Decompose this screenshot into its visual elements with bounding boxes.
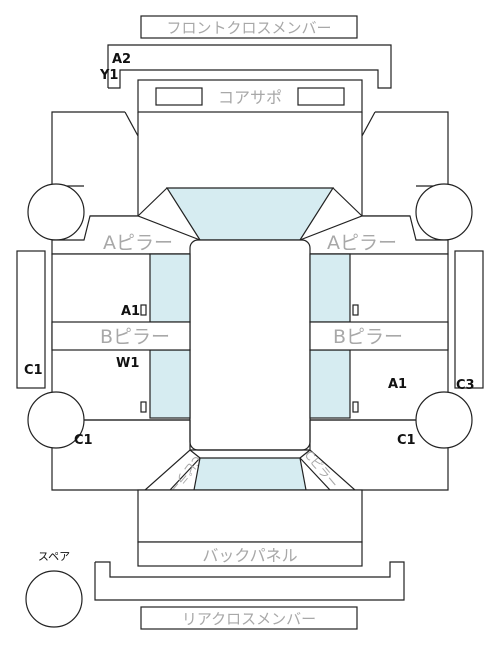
left-rear-door-handle[interactable] bbox=[140, 401, 147, 413]
right-rear-window[interactable] bbox=[309, 349, 351, 419]
b-pillar-left[interactable] bbox=[51, 321, 191, 351]
core-support-right-lamp[interactable] bbox=[297, 87, 345, 106]
a-pillar-left-line bbox=[137, 187, 168, 217]
code-y1: Y1 bbox=[99, 68, 118, 83]
rear-right-wheel[interactable] bbox=[415, 391, 473, 449]
c-pillar-right-label: Cピラー bbox=[302, 448, 341, 491]
code-c3: C3 bbox=[456, 378, 475, 393]
right-rear-door-handle[interactable] bbox=[352, 401, 359, 413]
core-support-label: コアサポ bbox=[218, 88, 282, 107]
rear-glass[interactable] bbox=[193, 457, 307, 491]
left-front-window[interactable] bbox=[149, 253, 191, 323]
front-cross-member-label: フロントクロスメンバー bbox=[166, 19, 331, 37]
front-left-wheel[interactable] bbox=[27, 183, 85, 241]
core-support-left-lamp[interactable] bbox=[155, 87, 203, 106]
windshield-glass[interactable] bbox=[165, 187, 335, 241]
trunk-lid[interactable] bbox=[137, 489, 363, 543]
back-panel-label: バックパネル bbox=[202, 546, 297, 565]
code-w1: W1 bbox=[116, 356, 139, 371]
front-right-wheel[interactable] bbox=[415, 183, 473, 241]
roof-panel[interactable] bbox=[189, 239, 311, 451]
left-rear-window[interactable] bbox=[149, 349, 191, 419]
code-a1-left: A1 bbox=[121, 304, 140, 319]
back-panel-box[interactable] bbox=[137, 541, 363, 567]
code-c1-left-side: C1 bbox=[24, 363, 43, 378]
right-side-sill[interactable] bbox=[454, 250, 484, 389]
a-pillar-left-label: Aピラー bbox=[103, 232, 173, 254]
front-cross-member-bracket[interactable] bbox=[107, 44, 392, 89]
a-pillar-right-label: Aピラー bbox=[327, 232, 397, 254]
left-front-door-handle[interactable] bbox=[140, 304, 147, 316]
b-pillar-right-label: Bピラー bbox=[333, 326, 403, 348]
rear-cross-member-label: リアクロスメンバー bbox=[182, 610, 316, 628]
right-front-door-handle[interactable] bbox=[352, 304, 359, 316]
rear-cross-member-bracket[interactable] bbox=[94, 561, 405, 601]
front-cross-member-box[interactable] bbox=[140, 15, 358, 39]
code-c1-left-wheel: C1 bbox=[74, 433, 93, 448]
spare-label: スペア bbox=[38, 550, 70, 563]
b-pillar-right[interactable] bbox=[309, 321, 449, 351]
code-a1-right: A1 bbox=[388, 377, 407, 392]
right-front-window[interactable] bbox=[309, 253, 351, 323]
code-a2: A2 bbox=[112, 52, 131, 67]
a-pillar-right-line bbox=[332, 187, 363, 217]
rear-cross-member-box[interactable] bbox=[140, 606, 358, 630]
left-side-sill[interactable] bbox=[16, 250, 46, 389]
code-c1-right-wheel: C1 bbox=[397, 433, 416, 448]
b-pillar-left-label: Bピラー bbox=[100, 326, 170, 348]
spare-tire[interactable] bbox=[25, 570, 83, 628]
